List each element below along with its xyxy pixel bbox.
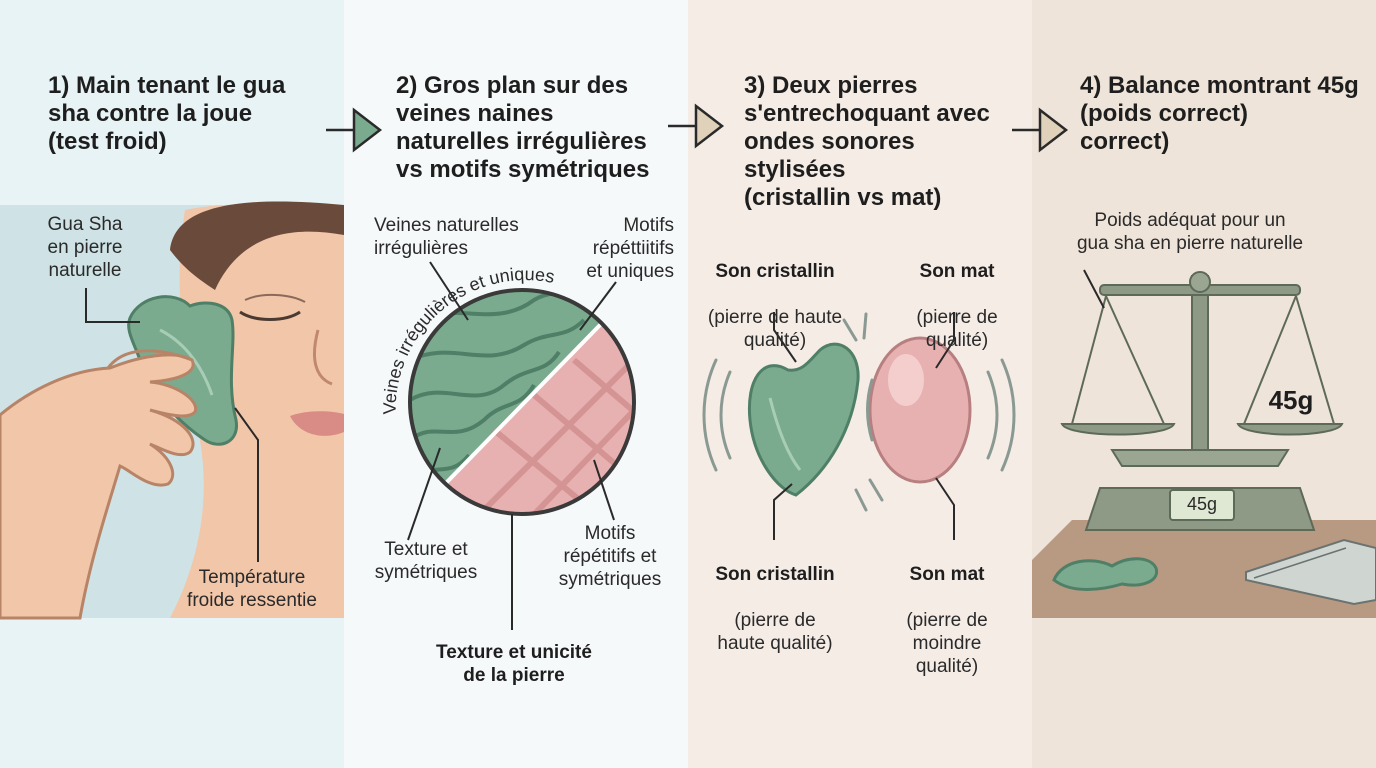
pan-weight-label: 45g (1268, 385, 1314, 415)
step-1-title: 1) Main tenant le gua sha contre la joue… (48, 72, 286, 155)
crystalline-top-title: Son cristallin (715, 261, 835, 282)
crystalline-bottom-subtitle: (pierre de haute qualité) (717, 610, 833, 654)
heart-stone-icon (747, 342, 860, 497)
balance-scale-icon (1060, 271, 1344, 531)
motifs-top-label: Motifs répéttiitifs et uniques (586, 215, 674, 282)
step-2-panel: Veines irrégulières et uniques 2) Gros p… (344, 0, 688, 768)
step-2-illustration: Veines irrégulières et uniques (380, 261, 636, 630)
matte-bottom-title: Son mat (909, 564, 985, 585)
crystalline-top-subtitle: (pierre de haute qualité) (707, 307, 843, 351)
arrow-right-icon (668, 103, 725, 149)
stone-label: Gua Sha en pierre naturelle (47, 214, 123, 281)
gua-sha-stone-icon (1052, 557, 1159, 591)
arrow-right-icon (1012, 107, 1069, 153)
step-3-illustration (702, 312, 1016, 540)
scale-display: 45g (1186, 494, 1218, 514)
step-2-leader-lines (407, 261, 617, 630)
matte-bottom-subtitle: (pierre de moindre qualité) (906, 610, 988, 677)
motifs-bottom-label: Motifs répétitifs et symétriques (558, 523, 662, 590)
step-3-leader-lines (773, 312, 955, 540)
stone-circle-icon (408, 288, 636, 516)
step-1-illustration (0, 201, 344, 620)
uniqueness-caption: Texture et unicité de la pierre (436, 642, 592, 686)
matte-top-subtitle: (pierre de qualité) (916, 307, 998, 351)
step-4-panel: 4) Balance montrant 45g (poids correct) … (1032, 0, 1376, 768)
natural-veins-label: Veines naturelles irrégulières (374, 215, 519, 259)
step-4-leader-lines (1083, 269, 1105, 309)
step-3-title: 3) Deux pierres s'entrechoquant avec ond… (744, 72, 990, 211)
oval-stone-icon (868, 336, 972, 484)
crystalline-bottom-title: Son cristallin (715, 564, 835, 585)
arrow-right-icon (326, 107, 383, 153)
hand-icon (0, 349, 198, 620)
step-4-title: 4) Balance montrant 45g (poids correct) … (1080, 72, 1359, 155)
step-1-leader-lines (85, 288, 259, 562)
matte-top-title: Son mat (919, 261, 995, 282)
step-3-panel: 3) Deux pierres s'entrechoquant avec ond… (688, 0, 1032, 768)
weight-caption: Poids adéquat pour un gua sha en pierre … (1076, 210, 1304, 254)
table-surface (1032, 520, 1376, 618)
book-icon (1245, 538, 1376, 606)
step-4-illustration (1032, 269, 1376, 618)
step-2-title: 2) Gros plan sur des veines naines natur… (396, 72, 650, 183)
step-1-panel: 1) Main tenant le gua sha contre la joue… (0, 0, 344, 768)
texture-label: Texture et symétriques (374, 539, 478, 583)
sound-wave-icon (702, 312, 1016, 512)
temperature-label: Température froide ressentie (187, 567, 317, 611)
